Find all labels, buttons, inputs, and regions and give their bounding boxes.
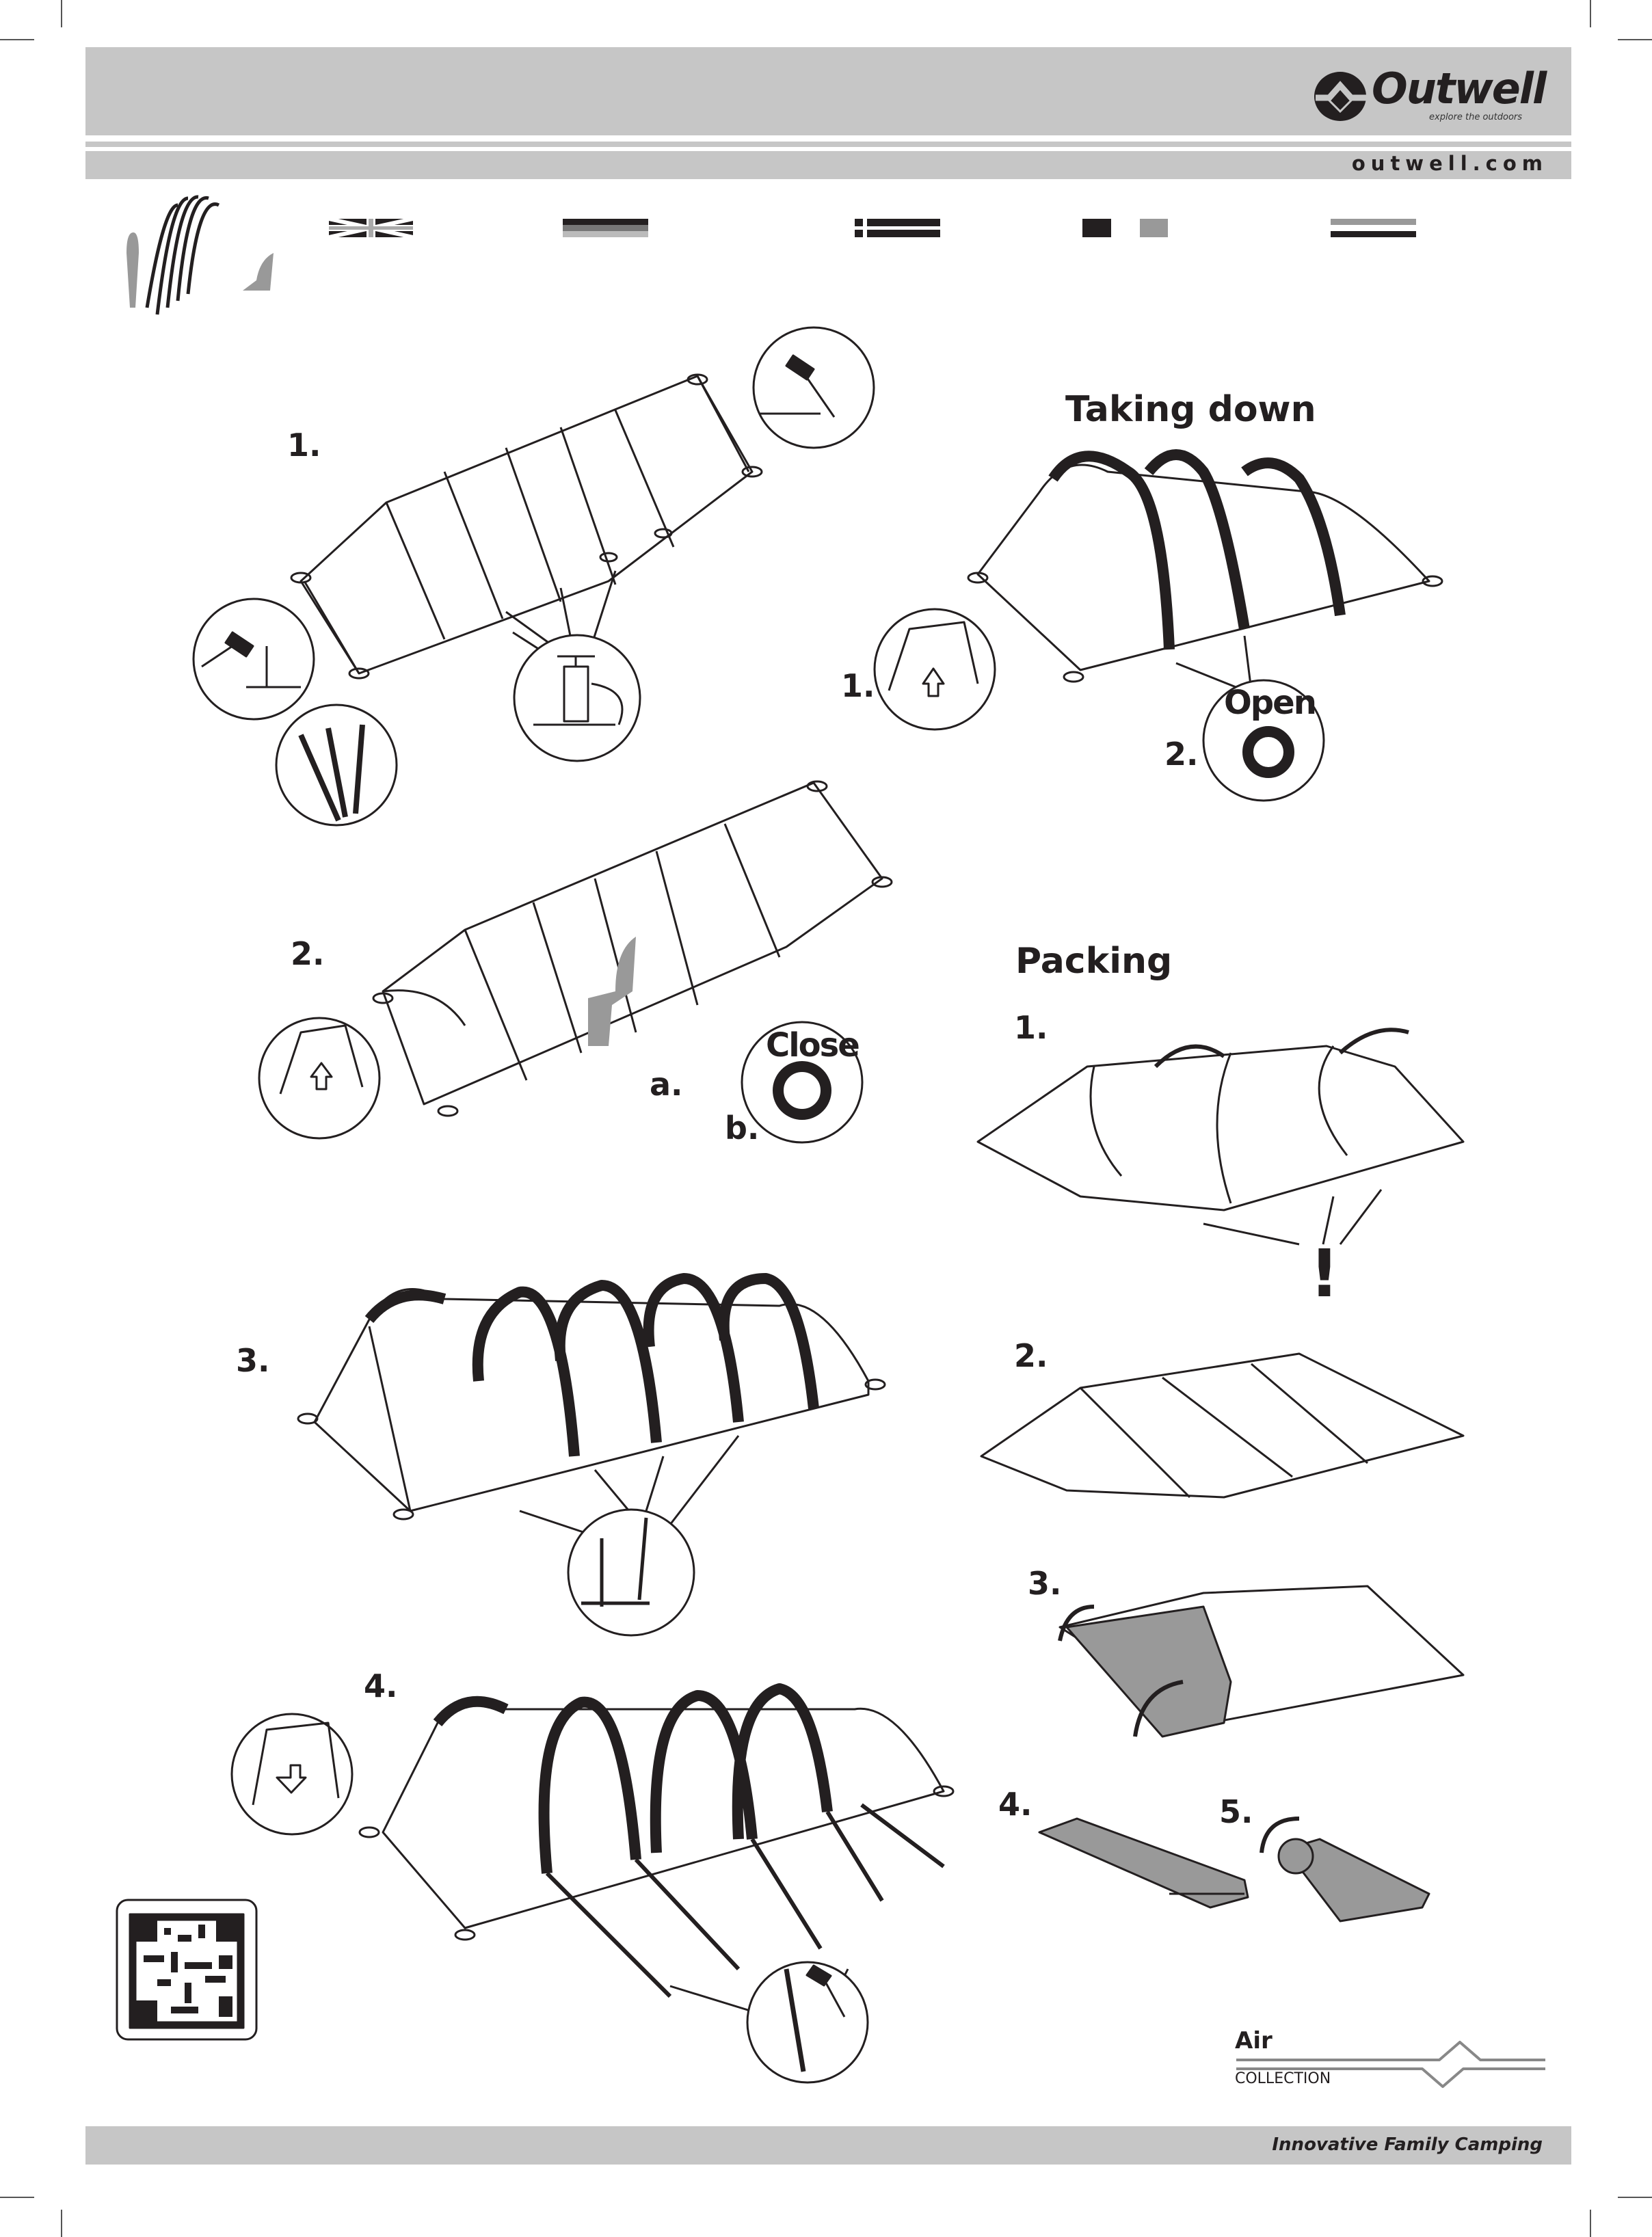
pitch-step-3: 3. <box>236 1342 270 1379</box>
taking-down-tent-illustration <box>967 449 1443 692</box>
door-detail-icon <box>258 1017 381 1140</box>
flag-de-icon[interactable] <box>563 219 648 237</box>
folded-tent-icon <box>1038 1817 1249 1909</box>
header-divider <box>85 142 1571 147</box>
pitch-step-2: 2. <box>291 935 325 972</box>
collection-name: Air <box>1235 2027 1273 2054</box>
footer-band <box>85 2126 1571 2165</box>
packing-warning: ! <box>1309 1235 1340 1312</box>
peg-detail-icon <box>567 1508 695 1637</box>
tent-pegs-icon <box>275 704 398 827</box>
valve-open-icon <box>1202 679 1325 802</box>
valve-close-icon <box>741 1021 864 1144</box>
pitch-step-4: 4. <box>364 1667 398 1704</box>
packing-step-4: 4. <box>998 1786 1032 1823</box>
door-detail-icon <box>873 608 996 731</box>
packing-step2-illustration <box>980 1352 1465 1499</box>
taking-down-step-2: 2. <box>1164 736 1199 773</box>
open-valve-label: Open <box>1224 684 1317 722</box>
mallet-detail-icon <box>192 598 315 721</box>
packing-title: Packing <box>1015 941 1173 982</box>
flag-nl-icon[interactable] <box>1331 219 1416 237</box>
outwell-logo: Outwell explore the outdoors <box>1313 65 1559 126</box>
pitch-step-1: 1. <box>287 427 321 464</box>
taking-down-step-1: 1. <box>841 667 875 704</box>
packing-step-1: 1. <box>1014 1009 1048 1046</box>
flat-tent-illustration <box>290 373 763 680</box>
guyed-tent-illustration <box>358 1683 955 2015</box>
air-collection-logo-icon <box>1236 2041 1545 2088</box>
mallet-peg-detail-icon <box>746 1961 869 2084</box>
air-pump-icon <box>513 634 641 762</box>
mallet-detail-icon <box>752 326 875 449</box>
door-detail-icon <box>230 1713 354 1836</box>
inflating-tent-illustration <box>372 780 893 1117</box>
collection-label: COLLECTION <box>1235 2070 1331 2087</box>
taking-down-title: Taking down <box>1065 389 1316 430</box>
qr-code-icon[interactable] <box>116 1899 258 2041</box>
outwell-logo-mark-icon <box>1314 72 1366 121</box>
website-url[interactable]: outwell.com <box>1351 152 1548 175</box>
pitch-step-2b: b. <box>725 1110 760 1147</box>
rolled-tent-icon <box>1260 1817 1430 1923</box>
packing-step-2: 2. <box>1014 1337 1048 1374</box>
flag-fr-icon[interactable] <box>1082 219 1168 237</box>
person-pumping-icon <box>588 937 636 1046</box>
packing-step-3: 3. <box>1028 1565 1062 1602</box>
brand-name: Outwell <box>1372 64 1547 113</box>
flag-no-icon[interactable] <box>855 219 940 237</box>
packing-step1-illustration <box>976 1028 1465 1246</box>
packing-step-5: 5. <box>1219 1793 1253 1830</box>
flag-uk-icon[interactable] <box>328 217 414 239</box>
close-valve-label: Close <box>766 1026 860 1064</box>
packing-step3-illustration <box>1058 1585 1465 1738</box>
website-band <box>85 151 1571 179</box>
pitching-pictogram-icon <box>126 195 274 315</box>
erected-tent-illustration <box>297 1273 886 1540</box>
pitch-step-2a: a. <box>650 1066 683 1103</box>
footer-slogan: Innovative Family Camping <box>1272 2134 1543 2155</box>
brand-tagline: explore the outdoors <box>1429 112 1523 122</box>
